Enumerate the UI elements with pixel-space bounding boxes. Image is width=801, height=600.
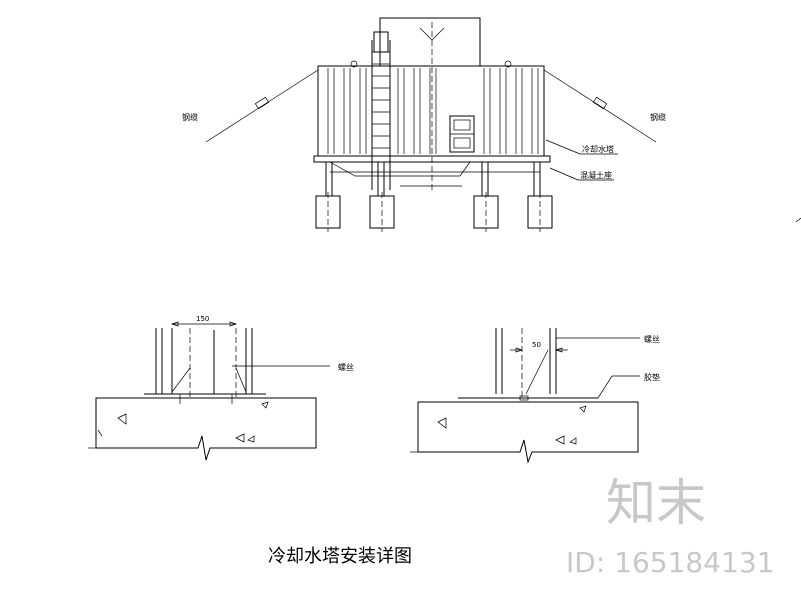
drawing-title: 冷却水塔安装详图 xyxy=(268,546,412,567)
dim-150-text: 150 xyxy=(196,315,209,323)
cable-right-label: 钢缆 xyxy=(650,112,666,122)
base-label: 混凝土座 xyxy=(580,170,612,180)
base-leader xyxy=(549,167,579,181)
tower-leader xyxy=(545,139,581,155)
tower-casing xyxy=(317,65,545,157)
guy-cable-right xyxy=(543,69,657,143)
watermark-id: ID: 165184131 xyxy=(566,546,774,579)
concrete-pedestals xyxy=(315,192,553,232)
bolt-left-label: 螺丝 xyxy=(338,362,354,372)
concrete-slab-right xyxy=(417,401,639,464)
detail-left: 150 螺丝 xyxy=(88,315,354,461)
lifting-lug-left xyxy=(350,60,358,68)
fan-stack xyxy=(379,17,481,67)
fan-arrow xyxy=(419,27,445,41)
ladder xyxy=(371,40,391,190)
base-brace xyxy=(329,161,471,177)
concrete-slab-left xyxy=(95,397,317,461)
guy-cable-left xyxy=(205,69,319,143)
pad-label: 胶垫 xyxy=(644,372,660,382)
motor-box xyxy=(373,31,389,53)
detail-right: 50 螺丝 胶垫 xyxy=(410,328,660,464)
dim-50-text: 50 xyxy=(532,341,541,349)
bolt-right-label: 螺丝 xyxy=(644,334,660,344)
watermark-logo: 知末 xyxy=(606,474,706,532)
cooling-tower-elevation: 钢缆 钢缆 冷却水塔 混凝土座 xyxy=(182,17,801,232)
base-frame xyxy=(313,155,551,163)
support-legs xyxy=(325,162,541,196)
lifting-lug-right xyxy=(504,60,512,68)
cable-left-label: 钢缆 xyxy=(182,112,198,122)
casing-ribs xyxy=(327,68,539,154)
tower-label: 冷却水塔 xyxy=(582,144,614,154)
